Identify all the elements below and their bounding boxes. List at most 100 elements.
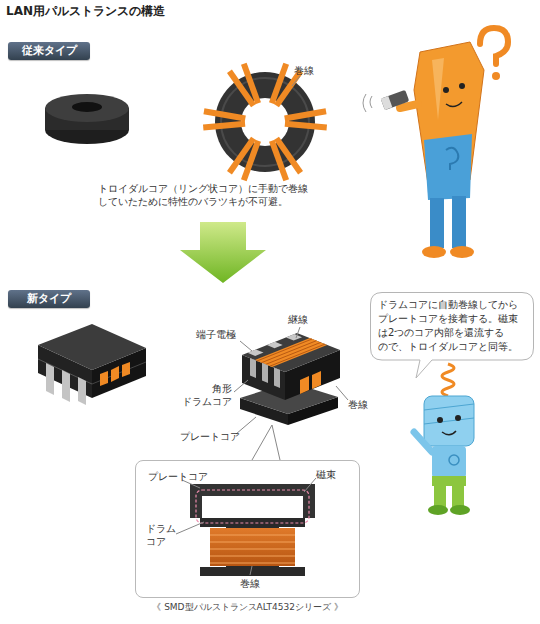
section-band: 従来タイプ	[8, 42, 90, 60]
exploded-component-part	[274, 367, 280, 388]
leader-lines-part	[272, 425, 280, 460]
exploded-component-part	[261, 341, 316, 363]
exploded-component-part	[250, 358, 256, 378]
blue-character-part	[432, 446, 466, 478]
orange-character	[363, 28, 508, 258]
orange-character-part	[422, 246, 446, 258]
orange-character-part	[450, 246, 474, 258]
speech-bubble-outline-path	[371, 293, 534, 379]
toroid-core-wound-part	[215, 72, 315, 172]
orange-character-part	[452, 196, 466, 248]
exploded-component	[240, 333, 340, 425]
smd-component	[38, 324, 146, 405]
smd-component-part	[122, 362, 130, 377]
exploded-component-part	[266, 342, 321, 364]
cross-section-part	[210, 535, 295, 536]
blue-character-part	[437, 417, 443, 423]
orange-character-part	[400, 104, 418, 108]
blue-character-part	[428, 505, 448, 515]
toroid-core-wound-part	[241, 63, 261, 105]
blue-character-part	[424, 404, 474, 410]
smd-component-part	[78, 377, 86, 405]
part-label: 磁束	[316, 468, 356, 481]
orange-character-part	[443, 87, 449, 93]
leader-lines-part	[234, 380, 248, 392]
blue-character-part	[432, 476, 466, 486]
exploded-component-part	[248, 350, 264, 356]
orange-character-part	[381, 96, 393, 110]
cross-section-part	[210, 556, 295, 557]
orange-character-part	[432, 58, 444, 120]
part-label: 巻線	[348, 398, 388, 411]
cross-section-part	[250, 566, 252, 575]
blue-character-part	[424, 396, 474, 446]
toroid-core-wound-part	[292, 76, 300, 86]
band-label: 新タイプ	[27, 292, 71, 305]
leader-lines-part	[252, 425, 272, 460]
toroid-core-wound-part	[284, 108, 326, 121]
leader-lines-part	[296, 327, 300, 338]
caption-text: 《 SMD型パルストランスALT4532シリーズ 》	[136, 601, 359, 613]
blue-character-part	[434, 486, 446, 508]
blue-character-part	[414, 432, 432, 452]
part-label: トロイダルコア（リング状コア）に手動で巻線 していたために特性のバラツキが不可避…	[98, 182, 316, 208]
leader-lines-part	[240, 341, 252, 351]
diagram-title: LAN用パルストランスの構造	[6, 3, 165, 20]
cross-section-part	[210, 563, 295, 564]
blue-character-part	[450, 505, 470, 515]
band-label: 従来タイプ	[22, 44, 77, 57]
cross-section-part	[196, 490, 309, 523]
orange-character-part	[430, 198, 444, 248]
orange-character-part	[446, 102, 462, 107]
toroid-core-side-part	[72, 102, 102, 112]
exploded-component-part	[270, 344, 325, 366]
orange-character-part	[480, 28, 508, 64]
transition-arrow-part	[180, 222, 266, 283]
exploded-component-part	[286, 334, 302, 340]
smd-component-part	[111, 366, 119, 382]
part-label: プレートコア	[148, 470, 218, 483]
part-label: 端子電極	[196, 328, 256, 341]
leader-lines	[234, 327, 348, 460]
toroid-core-wound-part	[203, 108, 245, 121]
blue-character	[414, 364, 474, 515]
exploded-component-part	[255, 338, 327, 367]
blue-character-part	[442, 364, 454, 396]
toroid-core-wound-part	[285, 121, 327, 131]
orange-character-part	[424, 134, 472, 200]
part-label: プレートコア	[180, 430, 250, 443]
part-label: 巻線	[240, 577, 280, 590]
toroid-core-wound-part	[203, 121, 245, 131]
part-label: 巻線	[294, 64, 334, 77]
part-label: 継線	[288, 313, 328, 326]
cross-section-part	[210, 549, 295, 550]
orange-character-part	[446, 148, 458, 170]
exploded-component-part	[257, 339, 312, 361]
toroid-core-wound-part	[269, 140, 289, 182]
exploded-component-part	[312, 371, 321, 389]
cross-section-part	[200, 567, 305, 576]
cross-section-part	[176, 522, 204, 534]
smd-component-part	[46, 363, 54, 395]
orange-character-part	[363, 94, 372, 112]
speech-bubble: ドラムコアに自動巻線してから プレートコアを接着する。磁束 は2つのコア内部を還…	[370, 292, 535, 380]
toroid-core-wound-part	[227, 137, 256, 175]
orange-character-part	[381, 90, 410, 110]
exploded-component-part	[300, 376, 309, 394]
exploded-component-part	[242, 333, 340, 372]
blue-character-part	[449, 455, 459, 465]
part-label: 角形 ドラムコア	[176, 382, 232, 408]
cross-section-part	[210, 542, 295, 543]
cross-section-part	[304, 478, 316, 492]
exploded-component-part	[267, 342, 283, 348]
toroid-core-wound-part	[241, 98, 289, 146]
cross-section-part	[210, 528, 295, 566]
smd-component-part	[100, 371, 108, 386]
section-band: 新タイプ	[8, 290, 90, 308]
blue-character-part	[442, 431, 456, 435]
toroid-core-wound	[203, 63, 327, 182]
exploded-component-part	[262, 363, 268, 383]
orange-character-part	[459, 83, 465, 89]
part-label: ドラム コア	[146, 522, 178, 548]
